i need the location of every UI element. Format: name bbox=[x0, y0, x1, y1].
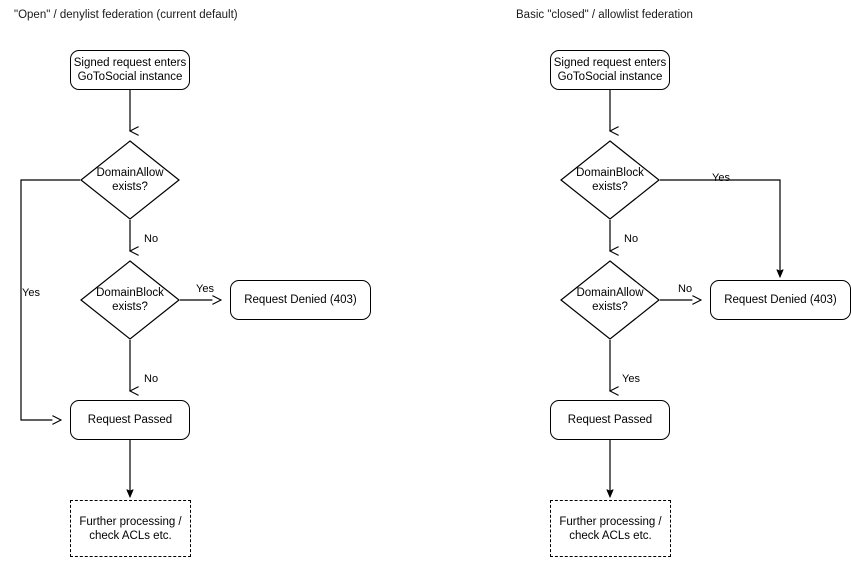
edge-label-decision1-no-left: No bbox=[144, 233, 159, 245]
edge-label-decision2-no-right: No bbox=[678, 283, 693, 295]
node-decision-domainallow-right[interactable]: DomainAllow exists? bbox=[560, 260, 660, 340]
node-further-processing-left-label: Further processing / check ACLs etc. bbox=[79, 515, 182, 542]
node-request-denied-right[interactable]: Request Denied (403) bbox=[710, 280, 851, 320]
edge-label-decision1-yes-left: Yes bbox=[22, 287, 40, 299]
panel-title-closed-allowlist: Basic "closed" / allowlist federation bbox=[516, 9, 693, 21]
diamond-shape-icon bbox=[80, 260, 180, 340]
node-start-left[interactable]: Signed request enters GoToSocial instanc… bbox=[70, 50, 190, 90]
node-request-passed-right-label: Request Passed bbox=[567, 414, 653, 426]
edge-label-decision1-no-right: No bbox=[624, 233, 639, 245]
diamond-shape-icon bbox=[560, 140, 660, 220]
node-request-passed-right[interactable]: Request Passed bbox=[550, 400, 670, 440]
node-further-processing-left[interactable]: Further processing / check ACLs etc. bbox=[70, 500, 191, 557]
node-decision-domainblock-right[interactable]: DomainBlock exists? bbox=[560, 140, 660, 220]
node-request-passed-left[interactable]: Request Passed bbox=[70, 400, 190, 440]
node-decision-domainblock-right-label: DomainBlock exists? bbox=[576, 167, 644, 193]
edge-decision1-yes-right bbox=[660, 179, 780, 277]
edge-decision1-yes-left bbox=[20, 179, 80, 425]
node-start-left-label: Signed request enters GoToSocial instanc… bbox=[73, 57, 187, 83]
node-further-processing-right-label: Further processing / check ACLs etc. bbox=[559, 515, 662, 542]
node-decision-domainblock-left-label: DomainBlock exists? bbox=[96, 287, 164, 313]
node-decision-domainallow-left[interactable]: DomainAllow exists? bbox=[80, 140, 180, 220]
panel-title-open-denylist: "Open" / denylist federation (current de… bbox=[14, 9, 238, 21]
node-further-processing-right[interactable]: Further processing / check ACLs etc. bbox=[550, 500, 671, 557]
diamond-shape-icon bbox=[560, 260, 660, 340]
node-decision-domainblock-left[interactable]: DomainBlock exists? bbox=[80, 260, 180, 340]
edge-label-decision2-no-left: No bbox=[144, 373, 159, 385]
node-request-denied-left[interactable]: Request Denied (403) bbox=[230, 280, 371, 320]
edge-label-decision2-yes-right: Yes bbox=[622, 373, 640, 385]
node-request-denied-left-label: Request Denied (403) bbox=[244, 294, 357, 306]
node-decision-domainallow-left-label: DomainAllow exists? bbox=[96, 167, 164, 193]
edge-label-decision2-yes-left: Yes bbox=[196, 283, 214, 295]
node-start-right[interactable]: Signed request enters GoToSocial instanc… bbox=[550, 50, 670, 90]
node-decision-domainallow-right-label: DomainAllow exists? bbox=[576, 287, 644, 313]
edge-label-decision1-yes-right: Yes bbox=[712, 172, 730, 184]
node-request-passed-left-label: Request Passed bbox=[87, 414, 173, 426]
diamond-shape-icon bbox=[80, 140, 180, 220]
node-start-right-label: Signed request enters GoToSocial instanc… bbox=[553, 57, 667, 83]
node-request-denied-right-label: Request Denied (403) bbox=[724, 294, 837, 306]
